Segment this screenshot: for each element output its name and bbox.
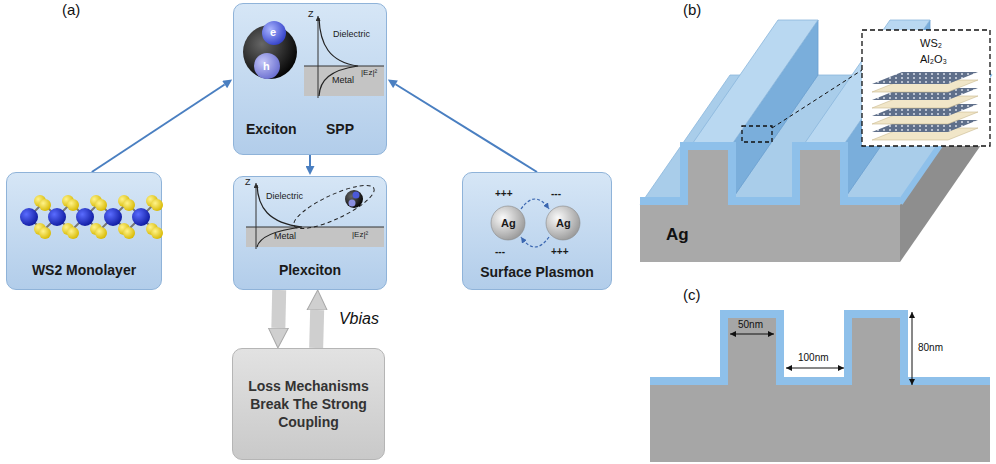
- field-arc: [521, 199, 549, 209]
- electron: [353, 192, 360, 199]
- node-label: Metal: [274, 232, 296, 241]
- silver-particle: [491, 206, 525, 240]
- ws2-molecule: [39, 227, 51, 239]
- ws2-molecule: [123, 227, 135, 239]
- front-coating: [640, 146, 900, 201]
- z-axis: [256, 183, 257, 249]
- node-label: Z: [308, 10, 314, 19]
- ridge-top: [688, 20, 818, 150]
- node-label: |Ez|²: [352, 231, 368, 239]
- loss-box: Loss Mechanisms Break The Strong Couplin…: [232, 348, 385, 460]
- dimension: 80nm: [918, 343, 943, 353]
- coupling-ellipse: [289, 178, 379, 237]
- ws2-molecule: [151, 227, 163, 239]
- front-face: [640, 150, 900, 262]
- metal-region: [246, 227, 384, 247]
- node-label: +++: [495, 189, 513, 199]
- plasmon-box: Surface Plasmon +++ --- Ag Ag --- +++: [462, 172, 612, 290]
- hole: [349, 200, 356, 207]
- plexciton-box: Plexciton Z DielectricMetal |Ez|²: [233, 176, 387, 290]
- coating: [650, 314, 990, 381]
- field-arc: [521, 237, 549, 247]
- node-label: Dielectric: [333, 30, 370, 39]
- node-label: h: [263, 61, 270, 72]
- layer-label: WS₂: [918, 38, 944, 49]
- node-label: ---: [551, 189, 561, 199]
- silver-particle: [546, 206, 580, 240]
- node-label: Dielectric: [266, 192, 303, 201]
- ws2-molecule: [67, 199, 79, 211]
- exciton-sphere: [243, 25, 297, 79]
- surface-line: [304, 66, 384, 67]
- material-box: WS2 Monolayer: [6, 172, 162, 290]
- ws2-molecule: [151, 199, 163, 211]
- node-title: Loss Mechanisms Break The Strong Couplin…: [233, 377, 384, 432]
- cross-section: [650, 312, 990, 462]
- layer-label: Al₂O₃: [918, 54, 949, 65]
- layer-stack: [872, 72, 978, 140]
- zoom-marker: [742, 126, 772, 142]
- ws2-molecule: [123, 199, 135, 211]
- zoom-frame: [862, 30, 990, 146]
- zoom-inset: [742, 30, 990, 146]
- ws2-molecule: [76, 208, 94, 226]
- zoom-leader: [772, 70, 862, 128]
- ws2-molecule: [20, 195, 163, 239]
- block-arrow: [271, 290, 286, 328]
- panel-label: (b): [683, 2, 701, 17]
- grating-3d: [640, 20, 990, 262]
- electron: [262, 21, 286, 45]
- edge-label: Vbias: [337, 311, 381, 327]
- ws2-molecule: [132, 208, 150, 226]
- panel-label: (a): [62, 2, 80, 17]
- node-label: ---: [495, 247, 505, 257]
- node-label: +++: [551, 247, 569, 257]
- node-label: Ag: [501, 218, 516, 229]
- ws2-molecule: [95, 227, 107, 239]
- metal-region: [304, 66, 384, 96]
- block-arrow: [316, 310, 317, 348]
- flow-arrow: [309, 155, 311, 166]
- flow-arrow: [92, 85, 225, 172]
- node-label: e: [270, 27, 276, 38]
- ws2-molecule: [39, 199, 51, 211]
- dimension-line: [786, 368, 844, 369]
- ws2-molecule: [95, 199, 107, 211]
- node-title: Plexciton: [279, 263, 341, 277]
- ws2-molecule: [67, 227, 79, 239]
- node-title: Surface Plasmon: [480, 265, 594, 279]
- panel-label: (c): [683, 287, 701, 302]
- ws2-molecule: [48, 208, 66, 226]
- node-label: Metal: [332, 76, 354, 85]
- flow-arrow: [395, 84, 537, 172]
- ws2-molecule: [104, 208, 122, 226]
- node-title: WS2 Monolayer: [32, 263, 136, 277]
- dimension-line: [912, 312, 913, 385]
- node-title: Exciton: [246, 122, 297, 136]
- node-label: |Ez|²: [361, 69, 377, 77]
- z-axis: [318, 16, 319, 98]
- ws2-molecule: [20, 208, 38, 226]
- material-label: Ag: [666, 226, 689, 243]
- hole: [254, 53, 280, 79]
- layer-stack: [872, 72, 978, 84]
- node-label: Ag: [556, 218, 571, 229]
- node-label: SPP: [326, 122, 354, 136]
- dimension: 100nm: [798, 353, 829, 363]
- exciton-sphere: [345, 190, 363, 208]
- exciton-spp-box: Exciton SPP e h Z DielectricMetal |Ez|²: [233, 3, 387, 155]
- dimension-line: [730, 334, 774, 335]
- dimension: 50nm: [738, 320, 763, 330]
- silver-body: [650, 318, 990, 462]
- node-label: Z: [245, 178, 251, 187]
